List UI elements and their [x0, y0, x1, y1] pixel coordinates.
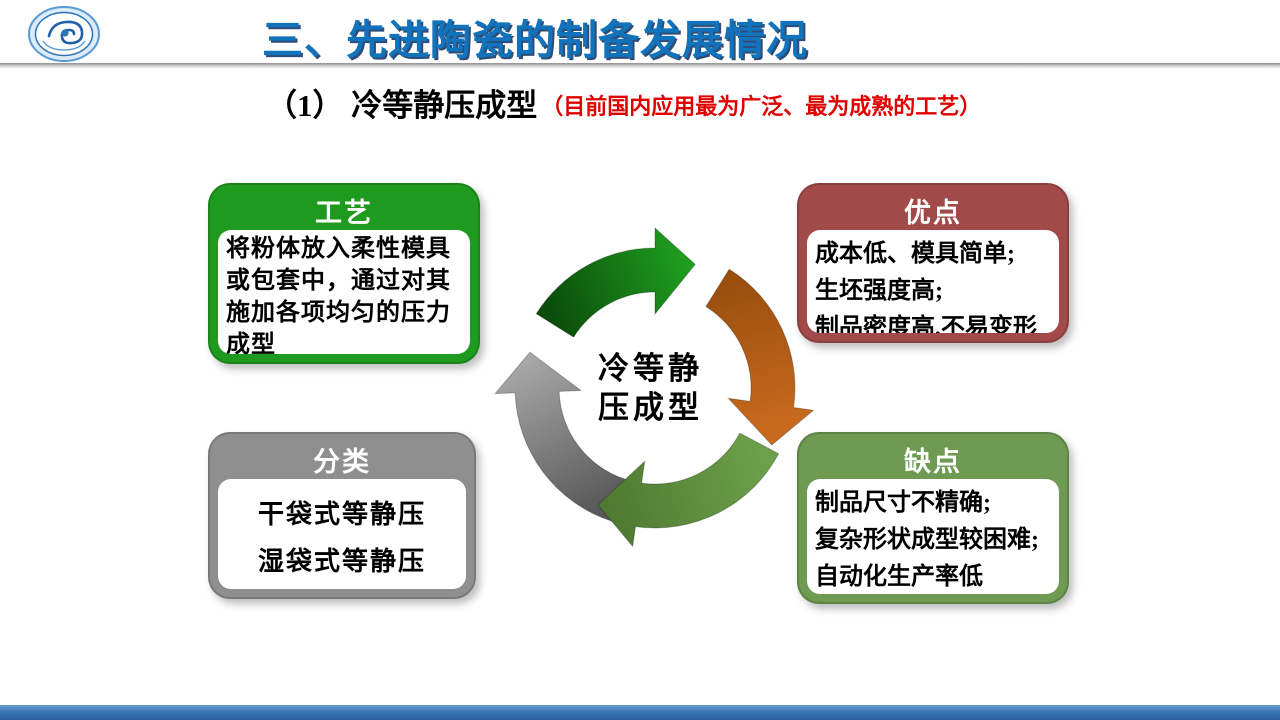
process-box: 工艺 将粉体放入柔性模具或包套中，通过对其施加各项均匀的压力成型	[208, 183, 480, 364]
classification-box-title: 分类	[313, 447, 371, 477]
cycle-center-line1: 冷等静	[598, 351, 703, 386]
disadvantages-box-title: 缺点	[904, 447, 962, 477]
cycle-arrows-diagram	[493, 226, 815, 548]
header-divider	[0, 63, 1280, 69]
cycle-center-line2: 压成型	[598, 390, 703, 425]
subtitle: （1） 冷等静压成型 （目前国内应用最为广泛、最为成熟的工艺）	[266, 80, 981, 125]
advantage-line: 制品密度高,不易变形	[815, 315, 1037, 333]
classification-line: 干袋式等静压	[257, 500, 426, 529]
process-box-panel: 将粉体放入柔性模具或包套中，通过对其施加各项均匀的压力成型	[218, 230, 470, 354]
classification-box-panel: 干袋式等静压 湿袋式等静压	[218, 479, 466, 589]
orange-cycle-arrow	[705, 268, 815, 446]
disadvantage-line: 制品尺寸不精确;	[815, 490, 991, 516]
advantages-box-panel: 成本低、模具简单; 生坯强度高; 制品密度高,不易变形	[807, 230, 1059, 333]
green-cycle-arrow	[535, 226, 696, 338]
page-title: 三、先进陶瓷的制备发展情况	[262, 17, 808, 63]
disadvantage-line: 自动化生产率低	[815, 564, 983, 590]
advantage-line: 生坯强度高;	[815, 278, 943, 304]
subtitle-main: （1） 冷等静压成型	[266, 88, 538, 123]
advantage-line: 成本低、模具简单;	[815, 241, 1015, 267]
gray-cycle-arrow	[493, 351, 626, 522]
process-box-body: 将粉体放入柔性模具或包套中，通过对其施加各项均匀的压力成型	[226, 236, 451, 354]
classification-box: 分类 干袋式等静压 湿袋式等静压	[208, 432, 476, 599]
cycle-center-label: 冷等静 压成型	[553, 349, 748, 427]
disadvantages-box-panel: 制品尺寸不精确; 复杂形状成型较困难; 自动化生产率低	[807, 479, 1059, 594]
olive-cycle-arrow	[597, 432, 780, 548]
subtitle-note: （目前国内应用最为广泛、最为成熟的工艺）	[541, 94, 982, 119]
footer-bar	[0, 705, 1280, 720]
disadvantage-line: 复杂形状成型较困难;	[815, 527, 1039, 553]
classification-line: 湿袋式等静压	[257, 547, 426, 576]
advantages-box-title: 优点	[904, 198, 962, 228]
university-logo-dragon-icon	[28, 6, 100, 62]
advantages-box: 优点 成本低、模具简单; 生坯强度高; 制品密度高,不易变形	[797, 183, 1069, 343]
slide-header: 三、先进陶瓷的制备发展情况	[0, 0, 1280, 63]
disadvantages-box: 缺点 制品尺寸不精确; 复杂形状成型较困难; 自动化生产率低	[797, 432, 1069, 604]
process-box-title: 工艺	[315, 198, 373, 228]
